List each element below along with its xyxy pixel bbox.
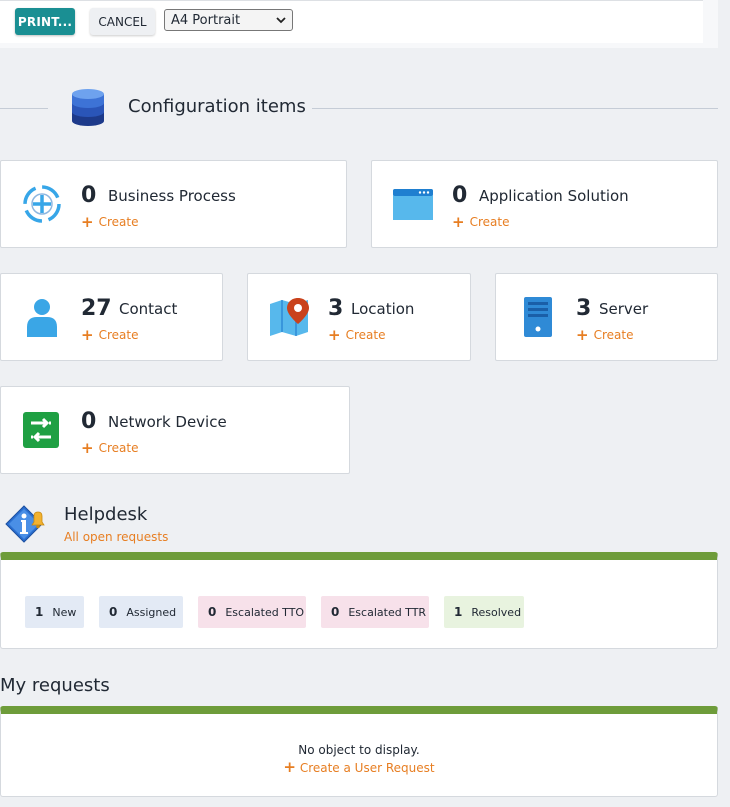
section-divider-left [0,108,48,109]
cancel-button[interactable]: CANCEL [90,8,155,35]
section-divider-right [312,108,718,109]
badge-count: 0 [208,605,217,619]
create-link[interactable]: + Create [452,213,510,231]
card-label: Location [351,300,415,318]
chevron-down-icon [276,17,286,24]
database-icon [72,89,104,126]
create-user-request-link[interactable]: + Create a User Request [1,758,717,776]
create-label: Create [593,328,634,342]
create-link[interactable]: + Create [576,326,634,344]
plus-icon: + [283,758,296,776]
badge-escalated-tto[interactable]: 0 Escalated TTO [198,596,306,628]
card-label: Business Process [108,187,236,205]
network-switch-icon [23,412,59,448]
card-network-device[interactable]: 0 Network Device + Create [0,386,350,474]
create-label: Create [98,441,139,455]
section-title: Configuration items [128,96,306,117]
person-icon [27,299,57,337]
plus-icon: + [81,213,94,231]
card-location[interactable]: 3 Location + Create [247,273,471,361]
card-application-solution[interactable]: 0 Application Solution + Create [371,160,718,248]
create-label: Create [469,215,510,229]
business-process-icon [23,185,61,223]
badge-label: Resolved [471,605,522,619]
card-server[interactable]: 3 Server + Create [495,273,718,361]
card-label: Server [599,300,649,318]
plus-icon: + [576,326,589,344]
create-link[interactable]: + Create [81,439,139,457]
card-label: Network Device [108,413,227,431]
create-link[interactable]: + Create [328,326,386,344]
card-business-process[interactable]: 0 Business Process + Create [0,160,347,248]
all-open-requests-link[interactable]: All open requests [64,530,169,544]
badge-label: Escalated TTO [225,605,305,619]
empty-message: No object to display. [298,743,420,757]
paper-size-value: A4 Portrait [171,12,241,28]
create-label: Create [98,215,139,229]
helpdesk-title: Helpdesk [64,504,148,525]
plus-icon: + [452,213,465,231]
create-link[interactable]: + Create [81,326,139,344]
info-bell-icon [5,505,45,543]
badge-new[interactable]: 1 New [25,596,84,628]
plus-icon: + [81,439,94,457]
plus-icon: + [328,326,341,344]
card-label: Application Solution [479,187,629,205]
count: 3 [576,296,592,321]
badge-label: Escalated TTR [348,605,427,619]
card-label: Contact [119,300,178,318]
my-requests-panel: No object to display. + Create a User Re… [0,706,718,797]
count: 0 [81,409,97,434]
map-pin-icon [270,298,309,336]
count: 0 [81,183,97,208]
badge-resolved[interactable]: 1 Resolved [444,596,524,628]
count: 3 [328,296,344,321]
my-requests-title: My requests [0,675,110,696]
count: 0 [452,183,468,208]
helpdesk-panel: 1 New 0 Assigned 0 Escalated TTO 0 Escal… [0,552,718,649]
create-link[interactable]: + Create [81,213,139,231]
create-label: Create [98,328,139,342]
badge-count: 1 [35,605,44,619]
print-button[interactable]: PRINT... [15,8,75,35]
server-icon [524,297,552,337]
create-label: Create [345,328,386,342]
badge-count: 0 [331,605,340,619]
badge-escalated-ttr[interactable]: 0 Escalated TTR [321,596,429,628]
paper-size-select[interactable]: A4 Portrait [164,9,293,31]
badge-count: 0 [109,605,118,619]
badge-label: New [52,605,77,619]
card-contact[interactable]: 27 Contact + Create [0,273,223,361]
print-toolbar: PRINT... CANCEL A4 Portrait [0,0,718,48]
plus-icon: + [81,326,94,344]
print-toolbar-inner: PRINT... CANCEL A4 Portrait [0,0,703,43]
badge-assigned[interactable]: 0 Assigned [99,596,183,628]
badge-label: Assigned [126,605,177,619]
create-user-request-label: Create a User Request [299,761,435,775]
application-window-icon [393,189,433,220]
count: 27 [81,296,112,321]
badge-count: 1 [454,605,463,619]
